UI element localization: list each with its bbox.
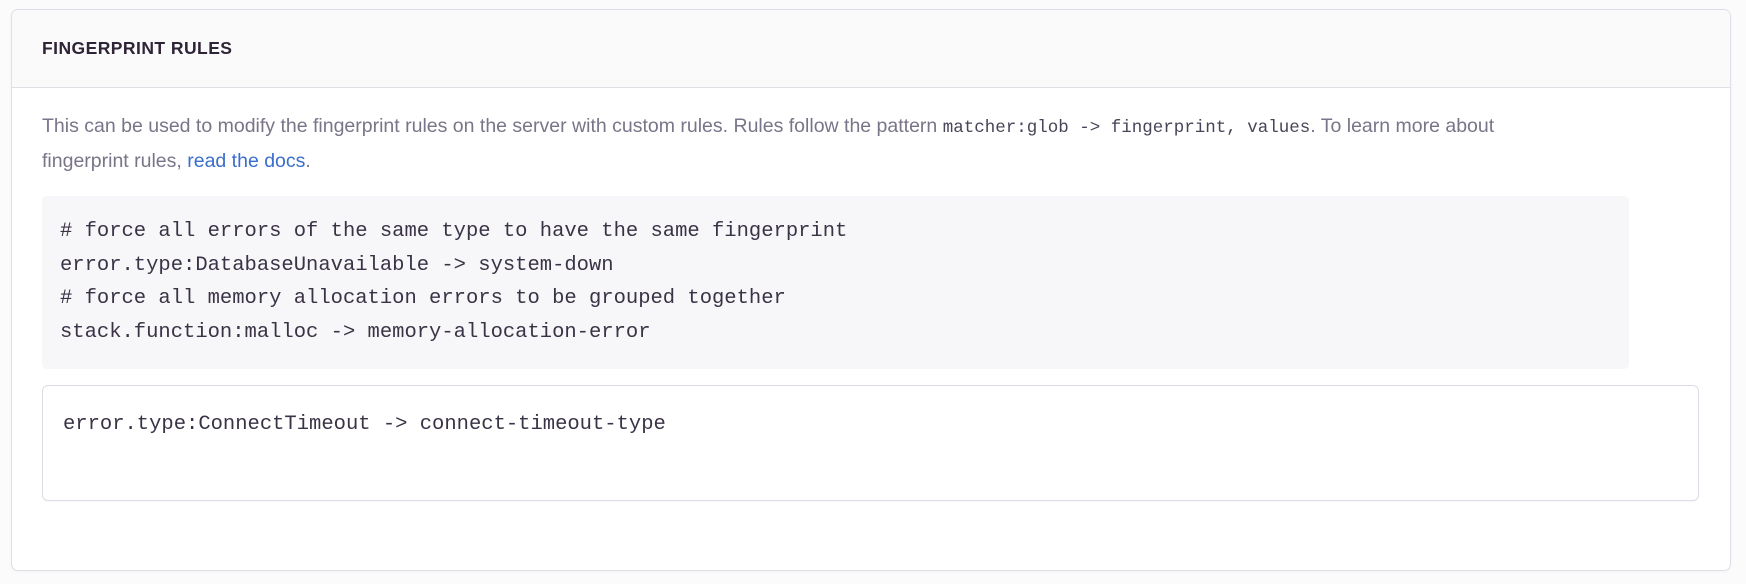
panel-header: FINGERPRINT RULES — [12, 10, 1730, 88]
fingerprint-rules-panel: FINGERPRINT RULES This can be used to mo… — [11, 9, 1731, 571]
example-rules-code: # force all errors of the same type to h… — [60, 220, 848, 344]
panel-description: This can be used to modify the fingerpri… — [42, 110, 1572, 178]
panel-body: This can be used to modify the fingerpri… — [12, 88, 1730, 501]
page-title: FINGERPRINT RULES — [42, 37, 233, 58]
fingerprint-rules-input[interactable] — [42, 385, 1699, 501]
read-the-docs-link[interactable]: read the docs — [187, 150, 306, 172]
description-inline-code: matcher:glob -> fingerprint, values — [942, 118, 1311, 138]
description-text-part-3: . — [305, 150, 311, 172]
example-rules-code-block: # force all errors of the same type to h… — [42, 196, 1629, 369]
description-text-part-1: This can be used to modify the fingerpri… — [42, 115, 943, 137]
description-text-part-2: . To learn more about fingerprint rules, — [42, 115, 1495, 172]
